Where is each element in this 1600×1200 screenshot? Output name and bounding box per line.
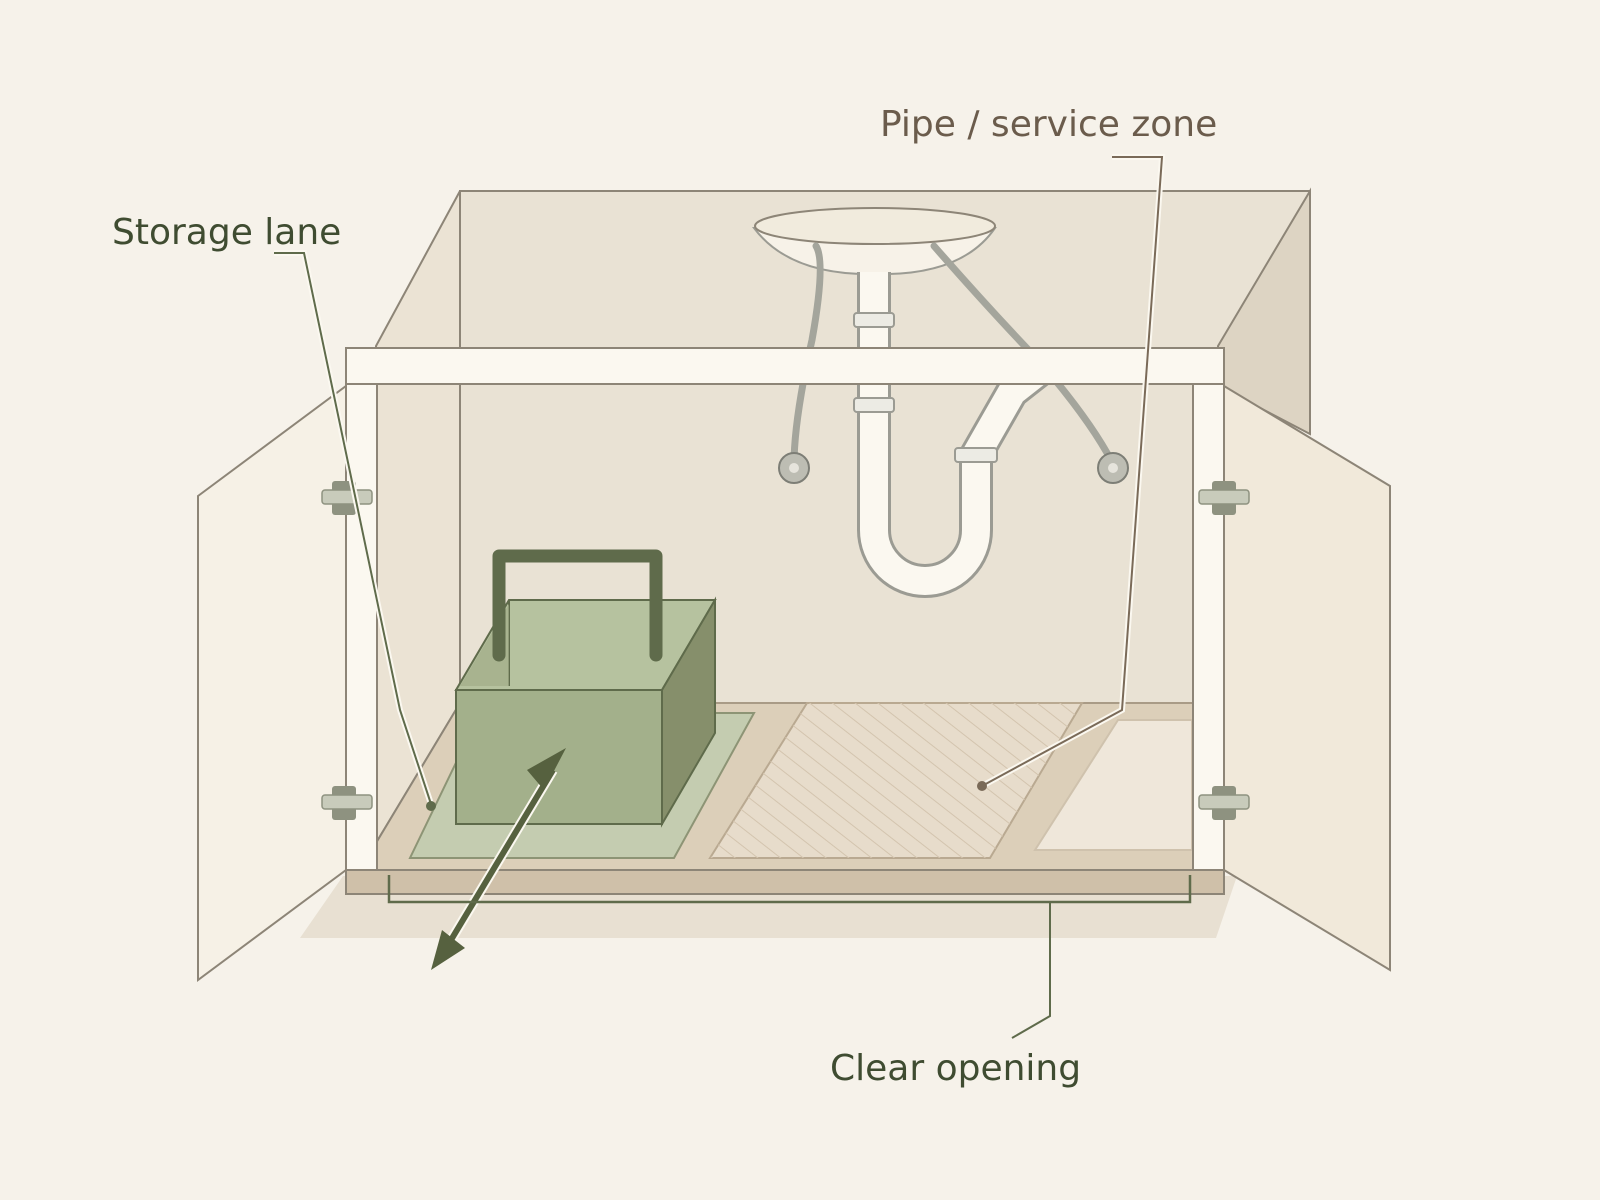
- supply-line-left: [790, 242, 824, 469]
- pipe-service-zone-hatch: [710, 703, 1082, 858]
- storage-lane-marker: [426, 801, 436, 811]
- valve-left-center: [789, 463, 799, 473]
- storage-lane-leader-line: [274, 252, 432, 805]
- hinge-right-top: [1198, 481, 1250, 515]
- p-trap-icon: [853, 272, 1051, 598]
- valve-right-center: [1108, 463, 1118, 473]
- clear-opening-bracket: [387, 875, 1192, 904]
- face-frame-top-rail: [345, 347, 1225, 385]
- hinge-left-bottom: [321, 786, 373, 820]
- hinge-left-top: [321, 481, 373, 515]
- door-right[interactable]: [1223, 384, 1391, 972]
- double-arrow-icon: [431, 748, 566, 970]
- storage-lane-label: Storage lane: [112, 212, 341, 253]
- door-left[interactable]: [197, 384, 347, 982]
- hinge-right-bottom: [1198, 786, 1250, 820]
- pipe-service-zone-leader-line: [981, 156, 1164, 787]
- clear-opening-leader: [1011, 902, 1051, 1039]
- clear-opening-label: Clear opening: [830, 1048, 1081, 1089]
- pipe-service-zone-marker: [977, 781, 987, 791]
- sink-rim: [754, 207, 996, 245]
- pipe-service-zone-label: Pipe / service zone: [880, 104, 1217, 145]
